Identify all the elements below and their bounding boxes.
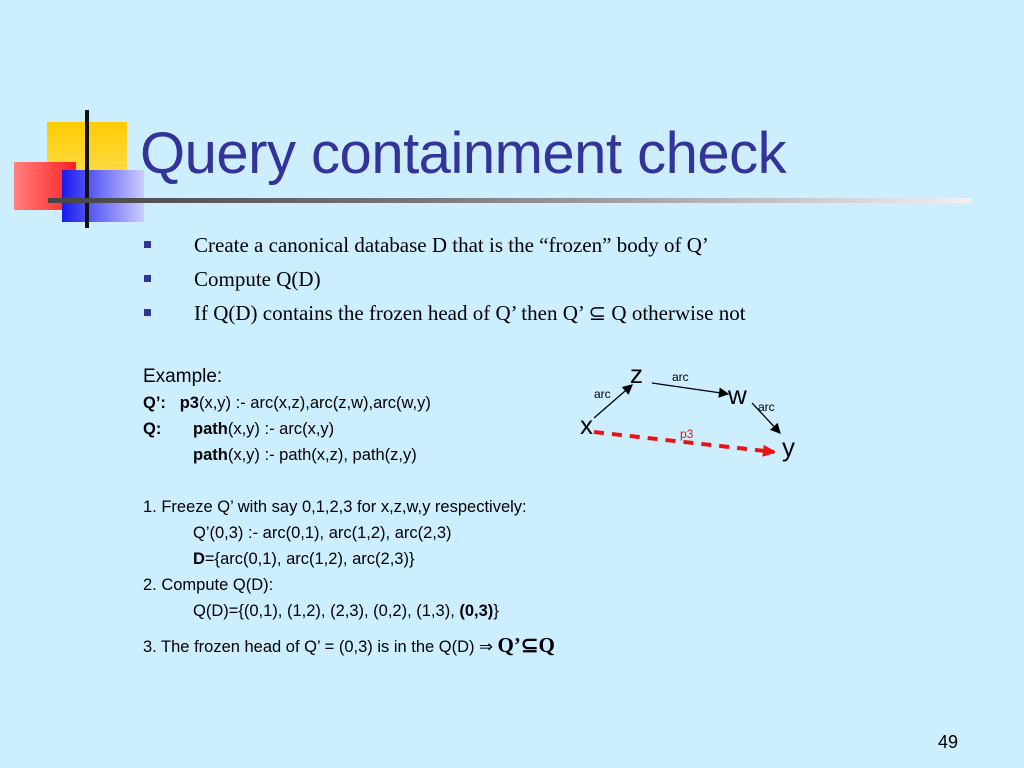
slide-title: Query containment check: [140, 121, 787, 186]
q-rule-2: path(x,y) :- path(x,z), path(z,y): [193, 446, 417, 464]
bullet-item: Create a canonical database D that is th…: [142, 228, 746, 262]
node-x: x: [580, 410, 593, 440]
step-1: 1. Freeze Q’ with say 0,1,2,3 for x,z,w,…: [143, 498, 527, 516]
node-z: z: [630, 359, 643, 389]
edge-x-z: [593, 384, 633, 419]
node-y: y: [782, 432, 795, 462]
edge-label-xz: arc: [594, 387, 611, 401]
step-1-frozen-query: Q’(0,3) :- arc(0,1), arc(1,2), arc(2,3): [193, 524, 452, 542]
step-2: 2. Compute Q(D):: [143, 576, 274, 594]
page-number: 49: [938, 732, 959, 752]
bullet-item: If Q(D) contains the frozen head of Q’ t…: [142, 296, 746, 330]
bullet-item: Compute Q(D): [142, 262, 746, 296]
q-prime-rule: Q’: p3(x,y) :- arc(x,z),arc(z,w),arc(w,y…: [143, 394, 431, 412]
example-block: Example: Q’: p3(x,y) :- arc(x,z),arc(z,w…: [143, 364, 555, 658]
edge-w-y: [751, 402, 781, 434]
step-2-result: Q(D)={(0,1), (1,2), (2,3), (0,2), (1,3),…: [193, 602, 499, 620]
square-bullet-icon: [144, 275, 151, 282]
query-graph: z w x y arc arc arc p3: [580, 359, 795, 462]
edge-label-wy: arc: [758, 400, 775, 414]
slide-logo: [14, 110, 144, 228]
edge-label-xy: p3: [680, 427, 694, 441]
edge-x-y-p3: [593, 430, 774, 452]
edge-label-zw: arc: [672, 370, 689, 384]
edge-z-w: [651, 382, 730, 398]
title-divider: [48, 198, 972, 203]
bullet-list: Create a canonical database D that is th…: [142, 228, 746, 330]
node-w: w: [727, 380, 747, 410]
step-1-database: D={arc(0,1), arc(1,2), arc(2,3)}: [193, 550, 415, 568]
q-rule-1: Q:path(x,y) :- arc(x,y): [143, 420, 335, 438]
example-heading: Example:: [143, 366, 223, 387]
square-bullet-icon: [144, 241, 151, 248]
step-3: 3. The frozen head of Q’ = (0,3) is in t…: [143, 633, 555, 657]
square-bullet-icon: [144, 309, 151, 316]
